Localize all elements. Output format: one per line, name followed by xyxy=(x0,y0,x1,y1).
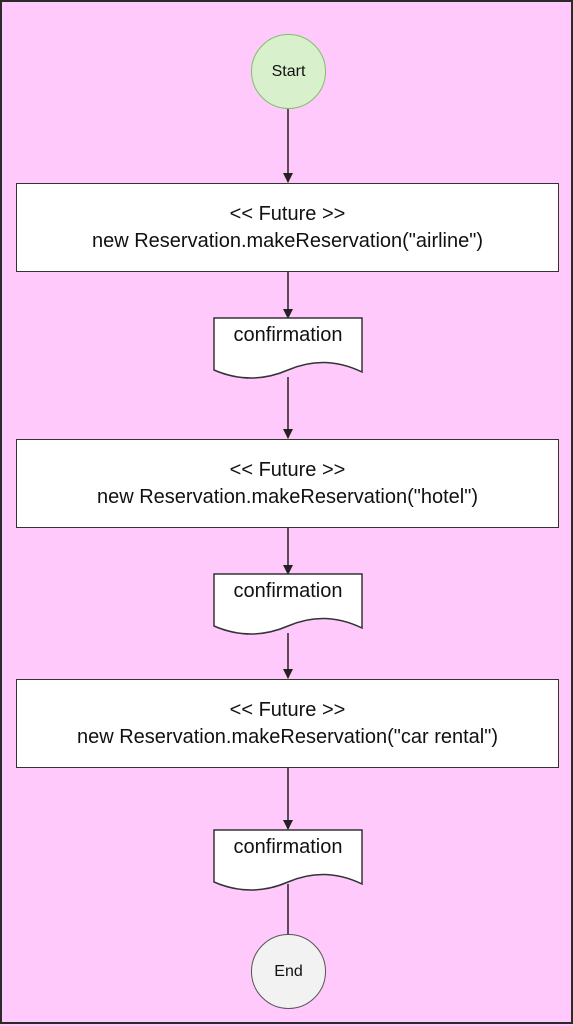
process-future-car-rental: << Future >> new Reservation.makeReserva… xyxy=(16,679,559,768)
end-label: End xyxy=(274,962,303,980)
confirmation-label-2: confirmation xyxy=(233,580,343,602)
call-label: new Reservation.makeReservation("airline… xyxy=(91,229,484,252)
document-shape-2 xyxy=(213,573,363,635)
stereotype-label: << Future >> xyxy=(229,202,346,225)
start-node: Start xyxy=(251,34,326,109)
stereotype-label: << Future >> xyxy=(229,698,346,721)
call-label: new Reservation.makeReservation("car ren… xyxy=(76,725,499,748)
process-future-airline: << Future >> new Reservation.makeReserva… xyxy=(16,183,559,272)
document-shape-3 xyxy=(213,829,363,891)
process-future-hotel: << Future >> new Reservation.makeReserva… xyxy=(16,439,559,528)
end-node: End xyxy=(251,934,326,1009)
start-label: Start xyxy=(271,62,306,80)
confirmation-label-1: confirmation xyxy=(233,324,343,346)
document-shape-1 xyxy=(213,317,363,379)
call-label: new Reservation.makeReservation("hotel") xyxy=(96,485,479,508)
stereotype-label: << Future >> xyxy=(229,458,346,481)
confirmation-label-3: confirmation xyxy=(233,836,343,858)
